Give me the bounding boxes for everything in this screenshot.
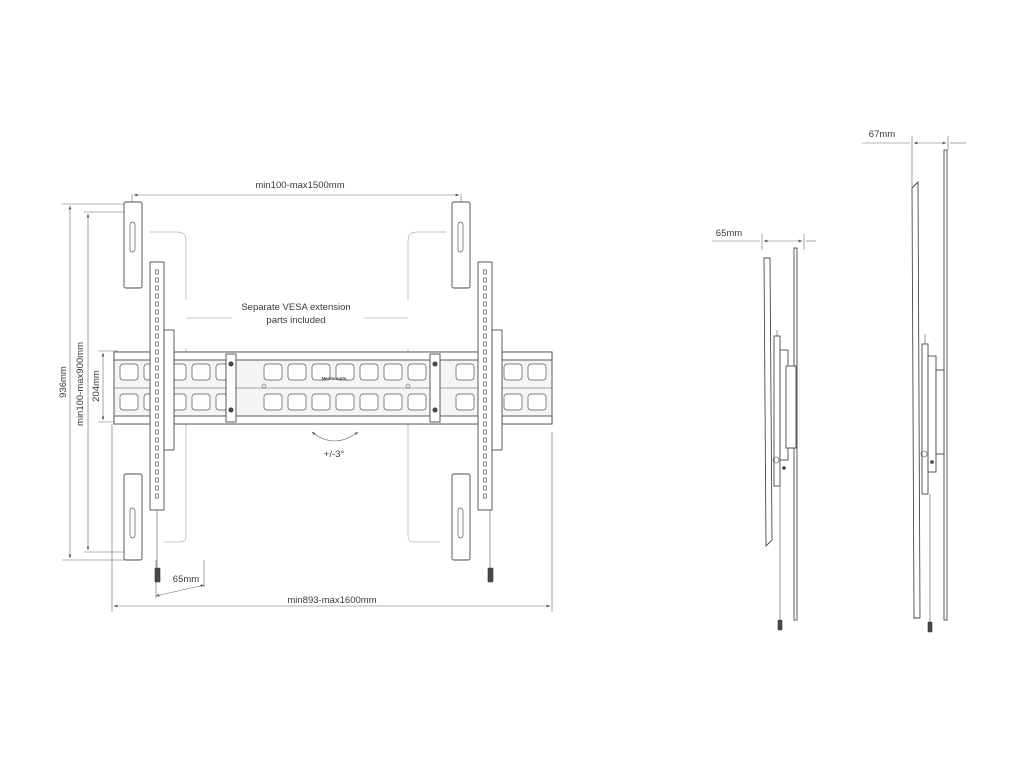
width-label: min100-max1500mm	[255, 180, 344, 191]
depth-dimension-small: 65mm	[712, 228, 816, 250]
side-view-large: 67mm	[862, 129, 966, 633]
depth-dimension-front: 65mm	[155, 560, 205, 598]
depth-label-front: 65mm	[173, 574, 199, 585]
overall-width-label: min893-max1600mm	[287, 595, 376, 606]
height-range-dimension: min100-max900mm	[75, 211, 124, 553]
vesa-note-line1: Separate VESA extension	[241, 302, 350, 313]
depth-label-large: 67mm	[869, 129, 895, 140]
depth-label-small: 65mm	[716, 228, 742, 239]
depth-dimension-large: 67mm	[862, 129, 966, 190]
vertical-arm-right	[477, 261, 503, 583]
brand-mark: Neomounts	[322, 376, 347, 381]
tilt-indicator: +/-3°	[311, 431, 359, 460]
height-total-label: 936mm	[58, 366, 69, 398]
height-range-label: min100-max900mm	[75, 342, 86, 426]
front-view: min100-max1500mm 936mm min100-max900mm 2…	[58, 180, 553, 612]
extension-plate-top-left	[123, 201, 143, 289]
plate-height-label: 204mm	[91, 370, 102, 402]
extension-plate-bottom-right	[451, 473, 471, 561]
tilt-label: +/-3°	[324, 449, 345, 460]
extension-plate-top-right	[451, 201, 471, 289]
vertical-arm-left	[149, 261, 175, 583]
vesa-note-line2: parts included	[266, 315, 325, 326]
width-dimension: min100-max1500mm	[131, 180, 462, 206]
extension-plate-bottom-left	[123, 473, 143, 561]
height-total-dimension: 936mm	[58, 203, 132, 561]
vesa-extension-outline: Separate VESA extension parts included	[150, 231, 446, 543]
side-view-small: 65mm	[712, 228, 816, 631]
overall-width-dimension: min893-max1600mm	[111, 424, 553, 612]
